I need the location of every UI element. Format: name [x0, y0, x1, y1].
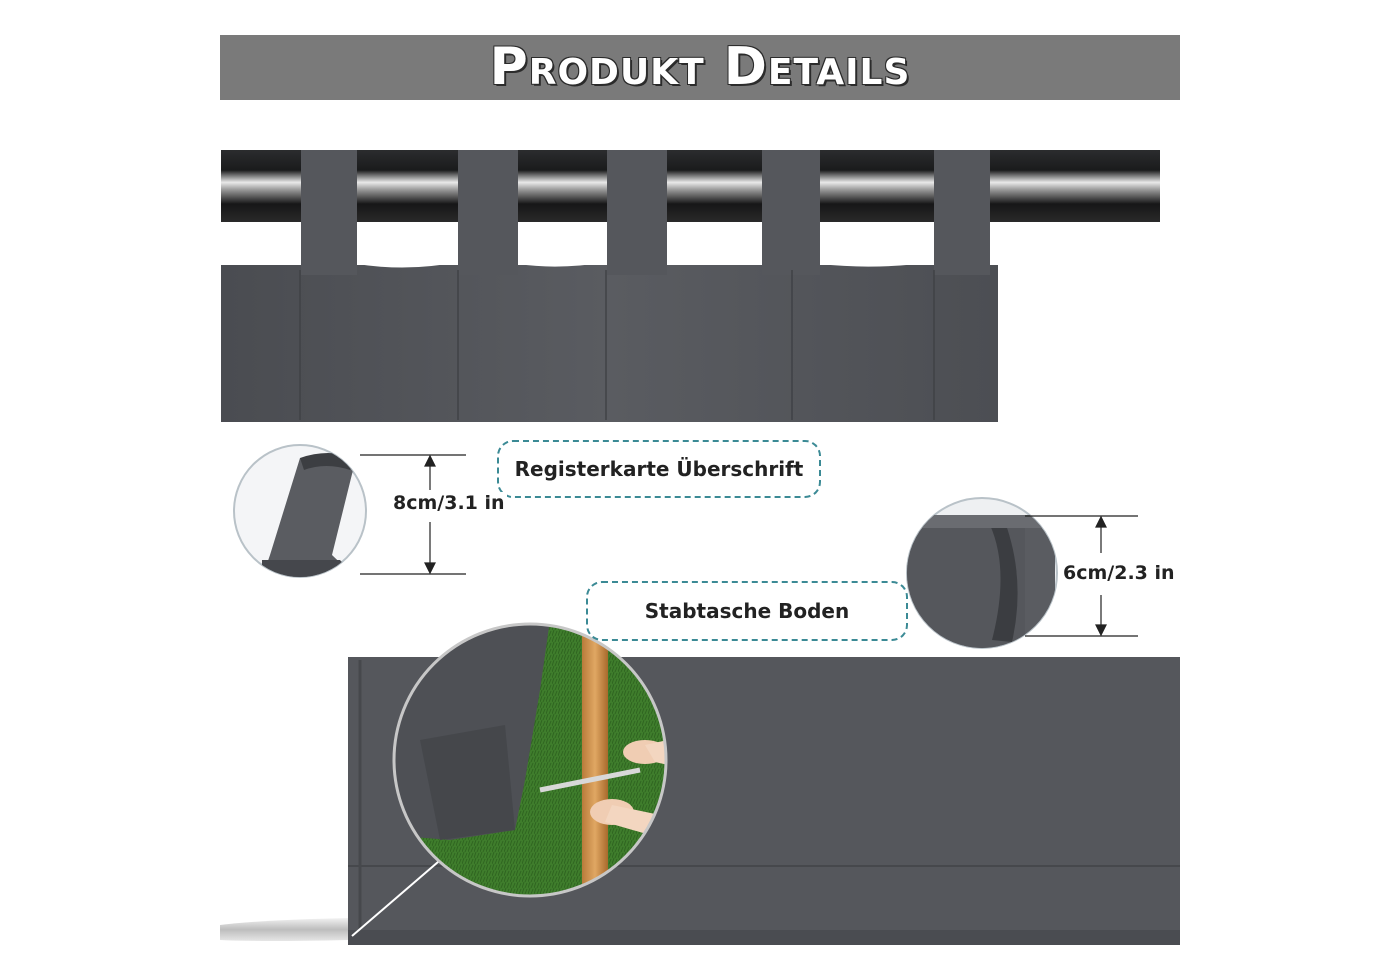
- pocket-dimension-marker: [1025, 515, 1138, 637]
- pocket-detail-zoom-circle: [906, 497, 1058, 649]
- tab-detail-zoom-circle: [233, 444, 367, 578]
- tab-top-curtain-photo: [221, 150, 1160, 422]
- tab-heading-callout: Registerkarte Überschrift: [497, 440, 821, 498]
- tab-height-label: 8cm/3.1 in: [391, 492, 507, 514]
- pocket-height-label: 6cm/2.3 in: [1061, 562, 1177, 584]
- pocket-usage-zoom-circle: [351, 622, 668, 937]
- tab-dimension-marker: [360, 454, 466, 575]
- rod-pocket-label: Stabtasche Boden: [644, 599, 850, 623]
- page-title: Produkt Details: [489, 37, 911, 97]
- tab-heading-label: Registerkarte Überschrift: [514, 457, 804, 481]
- bottom-curtain-photo: [220, 657, 1180, 945]
- rod-pocket-callout: Stabtasche Boden: [586, 581, 908, 641]
- header-banner: Produkt Details: [220, 35, 1180, 100]
